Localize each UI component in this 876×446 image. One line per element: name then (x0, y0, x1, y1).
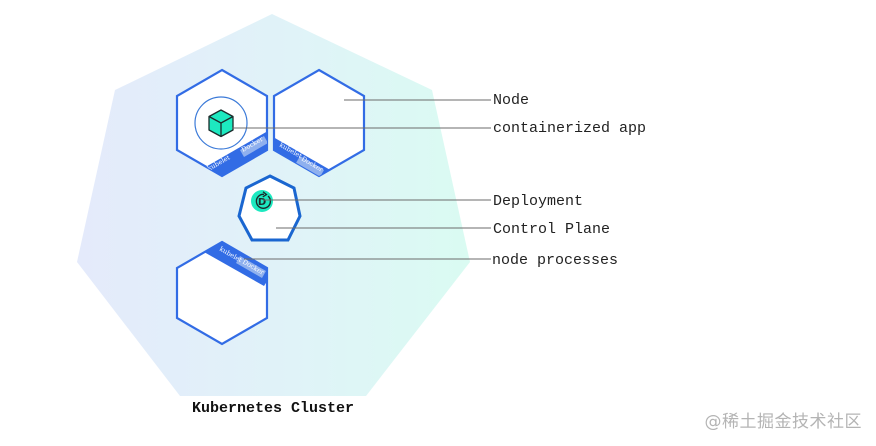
deployment-icon[interactable]: D (251, 190, 273, 212)
label-node-processes: node processes (492, 252, 618, 269)
label-containerized-app: containerized app (493, 120, 646, 137)
label-node: Node (493, 92, 529, 109)
label-deployment: Deployment (493, 193, 583, 210)
containerized-app-icon[interactable] (208, 109, 234, 138)
label-control-plane: Control Plane (493, 221, 610, 238)
app-ring (194, 96, 248, 150)
node-3[interactable]: kubelet Docker (175, 236, 274, 346)
control-plane[interactable]: D (237, 174, 302, 242)
cluster-title: Kubernetes Cluster (192, 400, 354, 417)
pointer-lines (232, 99, 491, 260)
watermark: @稀土掘金技术社区 (704, 412, 862, 432)
node-2[interactable]: kubelet Docker (258, 68, 366, 202)
deployment-letter: D (258, 197, 266, 208)
